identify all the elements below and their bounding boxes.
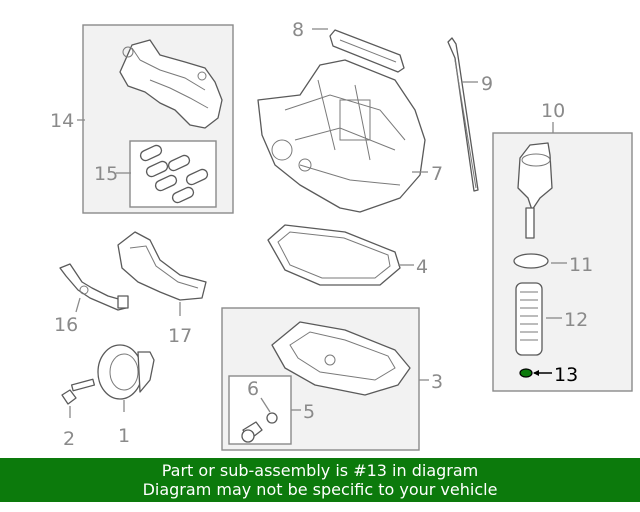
callout-3: 3: [431, 371, 443, 393]
lower-oil-pan[interactable]: [271, 321, 411, 396]
pcv-tube[interactable]: [59, 263, 129, 311]
callout-15: 15: [94, 163, 118, 185]
info-banner: Part or sub-assembly is #13 in diagram D…: [0, 458, 640, 502]
callout-14: 14: [50, 110, 74, 132]
windage-baffle[interactable]: [329, 29, 405, 73]
crankshaft-damper[interactable]: [97, 344, 155, 400]
intake-manifold[interactable]: [119, 39, 223, 129]
heat-shield[interactable]: [117, 231, 207, 301]
banner-line-2: Diagram may not be specific to your vehi…: [142, 480, 498, 499]
damper-bolt[interactable]: [61, 378, 96, 405]
callout-9: 9: [481, 73, 493, 95]
o-ring-small-highlighted[interactable]: [519, 368, 533, 378]
callout-7: 7: [431, 163, 443, 185]
o-ring-large[interactable]: [513, 253, 549, 269]
callout-1: 1: [118, 425, 130, 447]
callout-10: 10: [541, 100, 565, 122]
banner-line-1: Part or sub-assembly is #13 in diagram: [161, 461, 479, 480]
callout-12: 12: [564, 309, 588, 331]
parts-diagram: 14 15 8 7 9 4 6: [50, 19, 633, 451]
oil-dipstick[interactable]: [447, 37, 479, 192]
oil-pan-gasket[interactable]: [267, 224, 401, 286]
drain-plug-washer[interactable]: [266, 412, 278, 424]
callout-17: 17: [168, 325, 192, 347]
callout-2: 2: [63, 428, 75, 450]
callout-13: 13: [554, 364, 578, 386]
intake-gaskets[interactable]: [139, 144, 209, 204]
callout-5: 5: [303, 401, 315, 423]
callout-4: 4: [416, 256, 428, 278]
upper-oil-pan[interactable]: [257, 59, 426, 213]
callout-11: 11: [569, 254, 593, 276]
callout-6: 6: [247, 378, 259, 400]
arrow-13: [533, 370, 539, 376]
oil-filter-element[interactable]: [515, 282, 543, 356]
drain-plug[interactable]: [241, 421, 263, 443]
drain-plug-box: [228, 375, 292, 445]
callout-16: 16: [54, 314, 78, 336]
oil-filter-housing[interactable]: [517, 142, 553, 239]
callout-8: 8: [292, 19, 304, 41]
